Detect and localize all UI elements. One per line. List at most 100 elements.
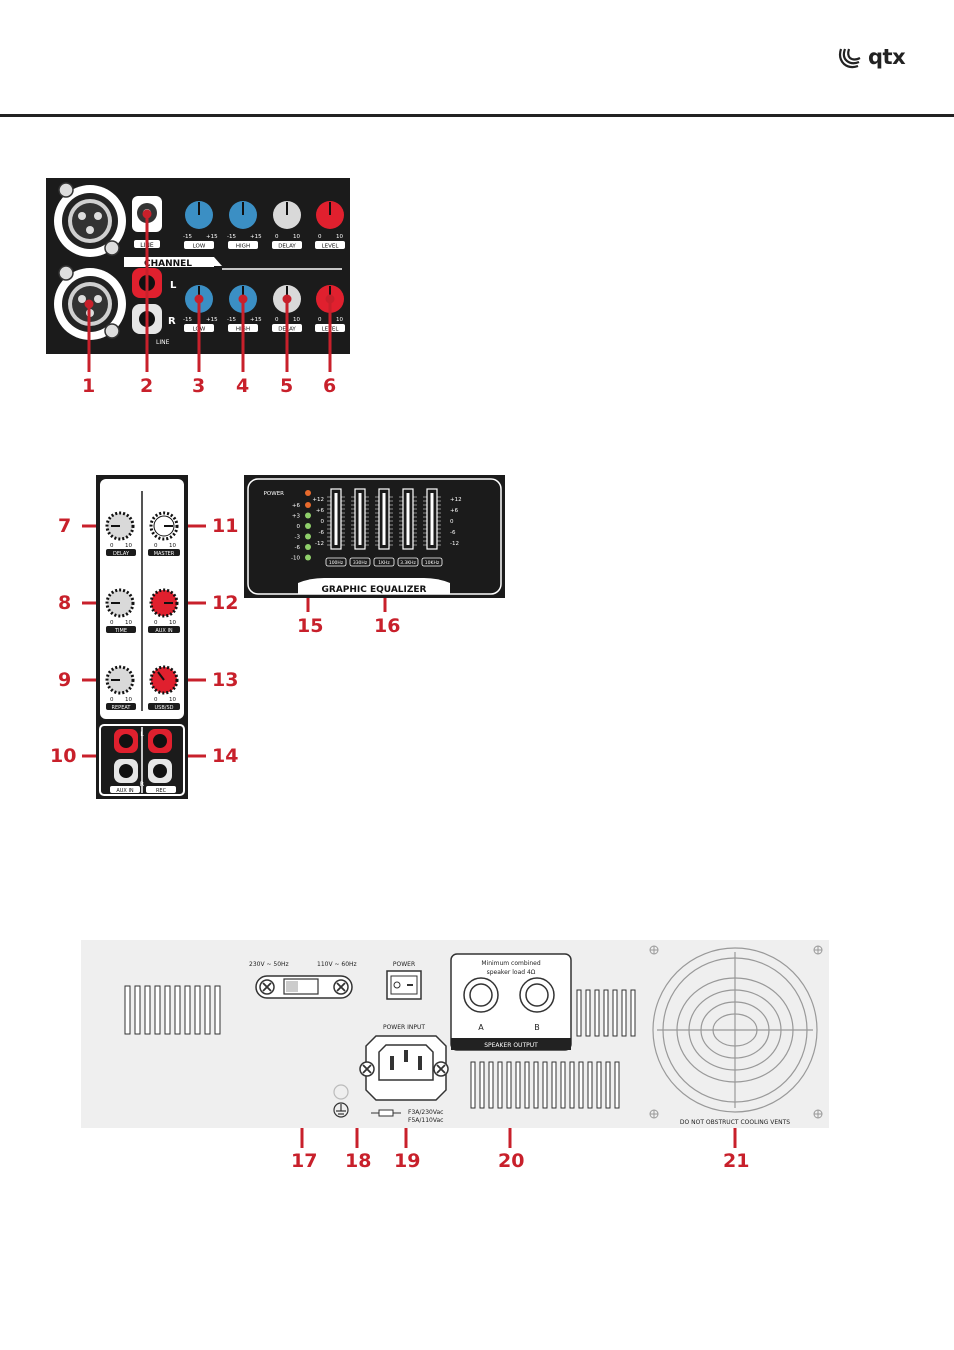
eq-slider[interactable] [375,488,393,550]
eq-scale-right-label: +6 [450,508,459,514]
eq-band-label: 1KHz [378,560,390,566]
power-switch[interactable] [386,970,422,1000]
high-knob-top[interactable]: -15 +15 HIGH [227,201,262,250]
callout-12: 12 [212,592,239,614]
level-label-top: LEVEL [322,244,340,250]
voltage-selector-switch[interactable] [255,975,353,999]
delay-label: DELAY [113,551,130,557]
callout-5: 5 [280,375,294,397]
aux-in-jack-label: AUX IN [116,788,134,794]
master-label: MASTER [154,551,175,557]
eq-slider[interactable] [423,488,441,550]
eq-led [305,544,311,550]
eq-band-label: 10KHz [425,560,440,566]
callout-18: 18 [345,1150,372,1172]
eq-title: GRAPHIC EQUALIZER [322,585,427,595]
eq-led [305,512,311,519]
callout-14: 14 [212,745,239,767]
speakon-output-a[interactable] [463,977,499,1013]
eq-led-label: 0 [297,524,301,530]
power-input-label: POWER INPUT [383,1024,425,1031]
usb-max: 10 [169,697,176,703]
mounting-screws [649,945,823,1119]
repeat-max: 10 [125,697,132,703]
time-knob[interactable]: 0 10 TIME [105,588,136,634]
delay-max: 10 [125,543,132,549]
time-max: 10 [125,620,132,626]
aux-min: 0 [154,620,158,626]
low-min-b: -15 [183,317,192,323]
high-max: +15 [250,234,262,240]
eq-slider[interactable] [351,488,369,550]
vents-warning-label: DO NOT OBSTRUCT COOLING VENTS [680,1119,790,1126]
speaker-load-line2: speaker load 4Ω [487,969,536,976]
callout-15: 15 [297,615,324,637]
iec-power-inlet[interactable] [359,1035,449,1101]
callout-13: 13 [212,669,239,691]
high-max-b: +15 [250,317,262,323]
low-knob-top[interactable]: -15 +15 LOW [183,201,218,250]
callout-4: 4 [236,375,250,397]
time-label: TIME [114,628,127,634]
speaker-output-label: SPEAKER OUTPUT [484,1042,538,1049]
effects-panel: 0 10 DELAY 0 10 TIME 0 10 REPEAT 0 10 MA… [96,475,188,799]
repeat-min: 0 [110,697,114,703]
delay-knob-top[interactable]: 0 10 DELAY [272,201,302,250]
repeat-label: REPEAT [112,705,132,711]
low-min: -15 [183,234,192,240]
qtx-swirl-icon [838,48,861,69]
eq-scale-left-label: 0 [321,519,325,525]
master-knob[interactable]: 0 10 MASTER [148,511,180,557]
graphic-equalizer-panel: POWER +6+30-3-6-10 +12+60-6-12 +12+60-6-… [244,475,505,598]
callout-17: 17 [291,1150,318,1172]
eq-led [305,502,311,508]
repeat-knob[interactable]: 0 10 REPEAT [105,665,136,711]
level-knob-top[interactable]: 0 10 LEVEL [315,201,345,250]
eq-band-label: 330Hz [353,560,368,566]
aux-in-knob-label: AUX IN [155,628,173,634]
usb-min: 0 [154,697,158,703]
speakon-output-b[interactable] [519,977,555,1013]
line-label-bottom: LINE [156,339,170,346]
middle-vents [576,989,636,1037]
aux-in-r-jack[interactable] [114,759,138,783]
high-min: -15 [227,234,236,240]
eq-led-label: -6 [295,545,301,551]
power-switch-label: POWER [393,961,415,968]
callout-10: 10 [50,745,77,767]
rca-r-label-2: R [140,781,144,788]
eq-scale-right-label: +12 [450,497,462,503]
rec-label: REC [156,788,167,794]
output-b-label: B [534,1023,540,1032]
header-rule [0,114,954,117]
low-max-b: +15 [206,317,218,323]
channel-title: CHANNEL [144,259,192,269]
eq-slider[interactable] [327,488,345,550]
eq-slider[interactable] [399,488,417,550]
callout-11: 11 [212,515,239,537]
earth-ground-icon [333,1084,349,1118]
xlr-input-top[interactable] [54,182,126,257]
rec-l-jack[interactable] [148,729,172,753]
eq-scale-right-label: -6 [450,530,456,536]
rec-r-jack[interactable] [148,759,172,783]
delay-min-b: 0 [275,317,279,323]
fuse-rating-110: F5A/110Vac [408,1117,443,1124]
callout-16: 16 [374,615,401,637]
aux-in-l-jack[interactable] [114,729,138,753]
delay-knob[interactable]: 0 10 DELAY [105,511,136,557]
low-max: +15 [206,234,218,240]
eq-scale-left-label: -6 [319,530,325,536]
left-vents [124,985,221,1035]
voltage-left-label: 230V ~ 50Hz [249,961,289,968]
delay-min: 0 [275,234,279,240]
callout-7: 7 [58,515,72,537]
low-label-top: LOW [193,244,206,250]
eq-scale-left-label: -12 [315,541,324,547]
aux-in-knob[interactable]: 0 10 AUX IN [148,588,180,634]
eq-scale-left-label: +6 [316,508,325,514]
callout-21: 21 [723,1150,750,1172]
usb-sd-knob[interactable]: 0 10 USB/SD [148,665,180,711]
eq-scale-right-label: -12 [450,541,459,547]
voltage-right-label: 110V ~ 60Hz [317,961,357,968]
